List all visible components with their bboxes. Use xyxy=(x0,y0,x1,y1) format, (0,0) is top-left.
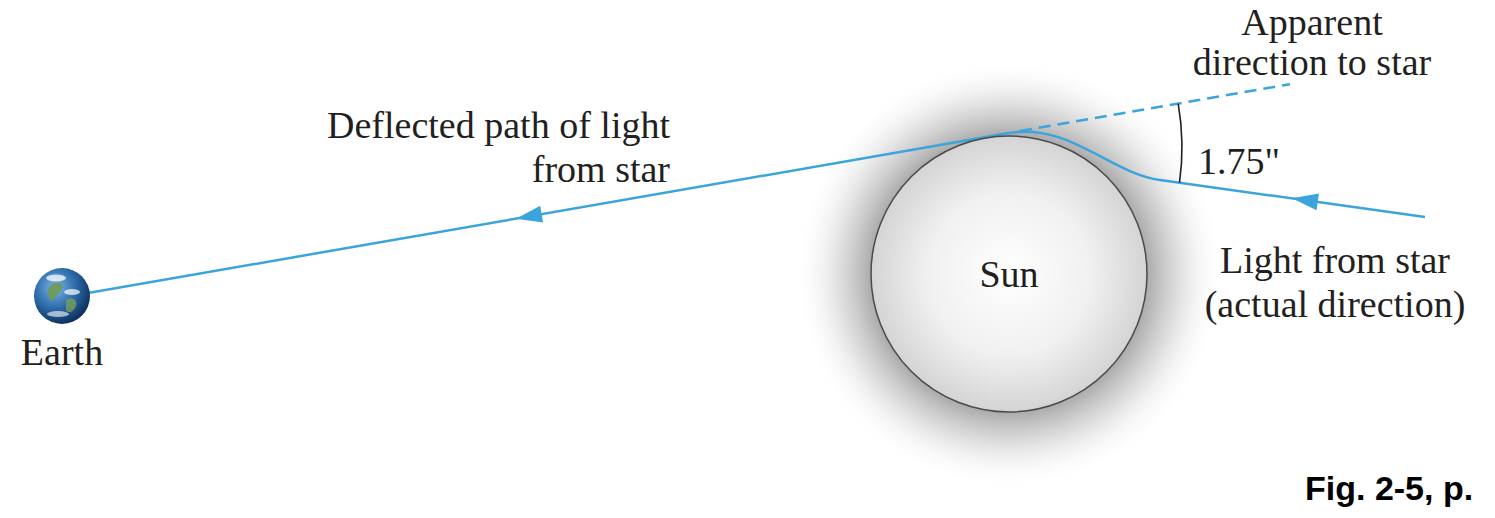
angle-arc xyxy=(1178,104,1182,183)
solar-glow xyxy=(794,59,1224,489)
arrowhead xyxy=(1291,190,1319,210)
earth-cloud xyxy=(64,289,80,295)
sun-circle xyxy=(871,136,1147,412)
annotation-label: Light from star (actual direction) xyxy=(1190,238,1480,326)
earth-land xyxy=(48,282,62,302)
node-label: Sun xyxy=(979,252,1038,296)
earth-cloud xyxy=(47,311,69,317)
angle-value: 1.75" xyxy=(1198,142,1280,180)
figure-number: Fig. 2-5, p. xyxy=(1305,468,1473,508)
earth-sphere xyxy=(34,268,90,324)
apparent-direction-line xyxy=(1020,84,1290,131)
earth-icon xyxy=(32,266,92,326)
annotation-label: Apparent direction to star xyxy=(1182,2,1442,82)
earth-cloud xyxy=(46,275,66,282)
annotation-label: Deflected path of light from star xyxy=(295,103,670,191)
arrowhead xyxy=(515,206,544,227)
sun-disc: Sun xyxy=(870,135,1148,413)
node-label: Earth xyxy=(21,330,103,374)
earth-globe: Earth xyxy=(17,266,108,374)
earth-land xyxy=(66,298,76,312)
